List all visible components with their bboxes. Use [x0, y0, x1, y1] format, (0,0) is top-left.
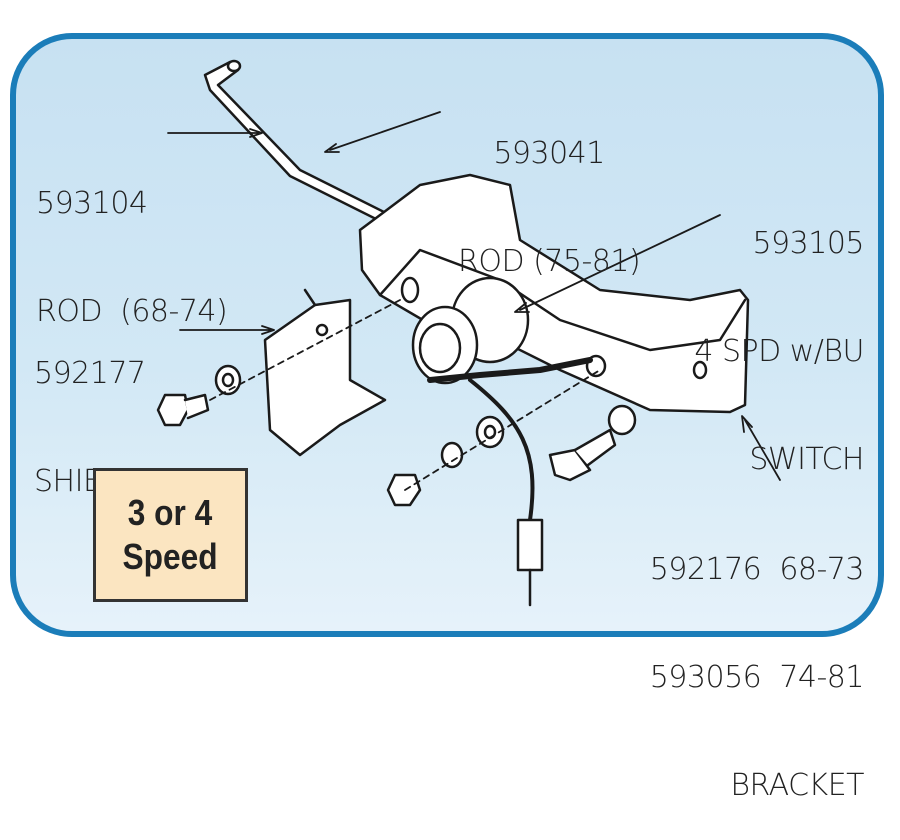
part-desc: SWITCH [749, 442, 864, 477]
part-number: 593041 [493, 136, 605, 171]
badge-line: 3 or 4 [128, 492, 213, 533]
callout-rod-68-74: 593104 ROD (68-74) [36, 114, 228, 366]
shield [263, 288, 387, 457]
part-number: 592177 [34, 356, 146, 391]
backup-switch [411, 276, 593, 607]
callout-bracket: 592176 68-73 593056 74-81 BRACKET [649, 480, 865, 840]
part-desc: ROD (75-81) [458, 244, 641, 279]
badge-line: Speed [122, 536, 219, 577]
part-desc: ROD (68-74) [36, 294, 228, 329]
speed-badge: 3 or 4 Speed [93, 468, 248, 602]
parts-illustration [156, 59, 781, 607]
part-number: 593104 [36, 186, 148, 221]
callout-rod-75-81: 593041 ROD (75-81) [458, 64, 641, 316]
fasteners [156, 364, 637, 507]
part-number: 592176 68-73 [649, 552, 865, 587]
part-number: 593105 [752, 226, 864, 261]
part-desc: 4 SPD w/BU [694, 334, 864, 369]
part-desc: BRACKET [730, 768, 864, 803]
leader-lines [167, 111, 781, 491]
part-number: 593056 74-81 [649, 660, 865, 695]
callout-switch: 593105 4 SPD w/BU SWITCH [694, 154, 864, 514]
